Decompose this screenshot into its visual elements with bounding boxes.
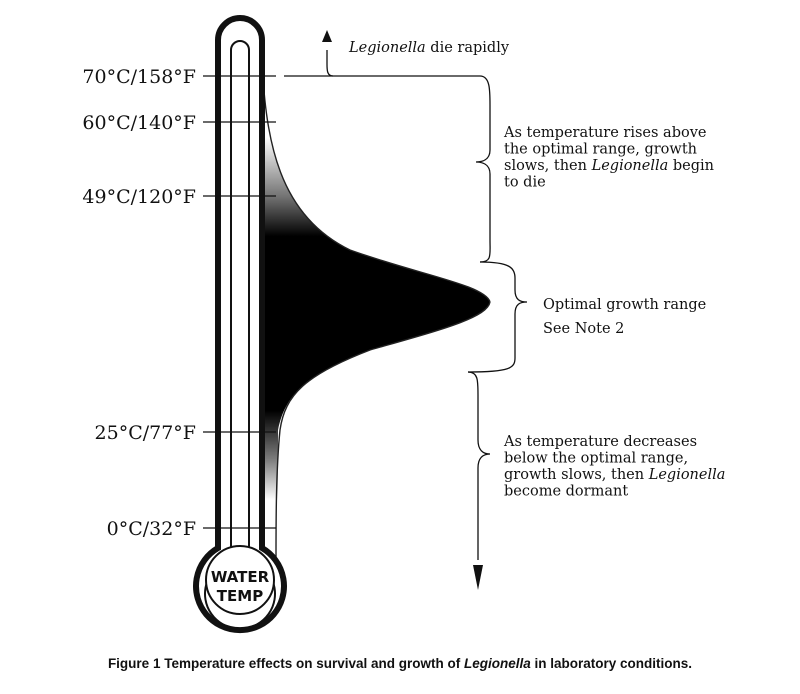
scale-label: 25°C/77°F xyxy=(95,422,196,444)
growth-curve-outline-lower xyxy=(275,301,491,561)
top-annotation: Legionella die rapidly xyxy=(348,40,510,56)
scale-label: 70°C/158°F xyxy=(82,66,196,88)
upper-brace xyxy=(475,75,491,263)
annotation-line: become dormant xyxy=(504,484,628,500)
scale-labels: 70°C/158°F 60°C/140°F 49°C/120°F 25°C/77°F 0… xyxy=(82,66,196,540)
top-arrow-bracket xyxy=(326,50,334,77)
annotation-line: slows, then Legionella begin xyxy=(504,158,714,174)
top-arrow-head xyxy=(322,30,332,42)
thermometer-bulb xyxy=(205,545,275,615)
scale-label: 0°C/32°F xyxy=(107,518,196,540)
annotation-line: growth slows, then Legionella xyxy=(504,467,725,483)
annotation-line: As temperature decreases xyxy=(503,434,697,450)
growth-curve-fill xyxy=(262,62,490,560)
lower-brace xyxy=(467,371,491,560)
optimal-annotation-line-1: Optimal growth range xyxy=(543,297,706,313)
caption-suffix: in laboratory conditions. xyxy=(531,656,692,671)
growth-curve-outline-upper xyxy=(261,61,491,303)
top-annotation-italic: Legionella xyxy=(348,40,426,56)
caption-italic: Legionella xyxy=(464,656,531,671)
annotation-line: to die xyxy=(504,175,546,191)
thermometer-outer xyxy=(193,15,287,634)
bulb-text-line-2: TEMP xyxy=(217,587,263,605)
scale-label: 60°C/140°F xyxy=(82,112,196,134)
scale-ticks xyxy=(203,75,276,529)
down-arrow-head xyxy=(473,565,483,590)
optimal-annotation-line-2: See Note 2 xyxy=(543,321,624,337)
optimal-brace xyxy=(467,261,528,373)
figure-caption: Figure 1 Temperature effects on survival… xyxy=(108,656,692,671)
annotation-line: As temperature rises above xyxy=(503,125,706,141)
caption-prefix: Figure 1 Temperature effects on survival… xyxy=(108,656,464,671)
bulb-text-line-1: WATER xyxy=(211,568,270,586)
top-annotation-rest: die rapidly xyxy=(426,40,510,56)
annotation-line: below the optimal range, xyxy=(504,451,688,467)
annotation-line: the optimal range, growth xyxy=(504,142,697,158)
scale-label: 49°C/120°F xyxy=(82,186,196,208)
